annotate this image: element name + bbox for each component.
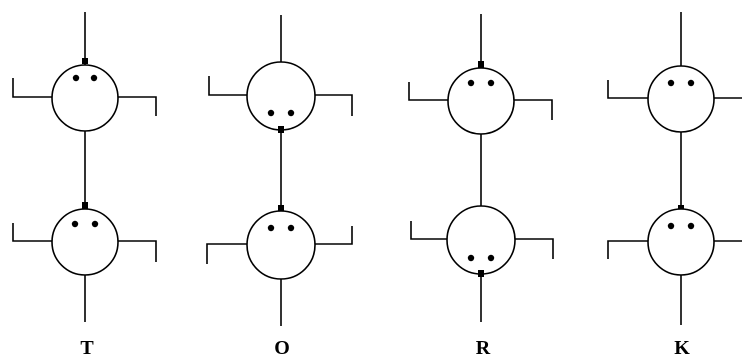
o-lower-right-arm: [315, 226, 353, 245]
o-lower-dot-right: [287, 224, 295, 232]
r-lower-dot-left: [467, 254, 475, 262]
o-upper-circle: [246, 61, 316, 131]
t-lower-dot-left: [71, 220, 79, 228]
r-upper-left-arm: [408, 82, 448, 101]
k-upper-dot-left: [667, 79, 675, 87]
t-lower-dot-right: [91, 220, 99, 228]
configuration-t: [12, 12, 157, 322]
r-upper-circle: [447, 67, 515, 135]
t-lower-right-arm: [118, 240, 157, 262]
o-upper-left-arm: [208, 76, 247, 96]
t-upper-dot-right: [90, 74, 98, 82]
label-r: R: [475, 337, 491, 359]
o-upper-dot-right: [287, 109, 295, 117]
k-lower-dot-left: [667, 222, 675, 230]
o-middle-bottom-marker: [278, 205, 284, 212]
configuration-k: [607, 12, 742, 325]
t-middle-bond-marker: [82, 202, 88, 209]
k-lower-dot-right: [687, 222, 695, 230]
label-o: O: [274, 337, 290, 359]
r-lower-circle: [446, 205, 516, 275]
k-lower-left-arm: [607, 240, 648, 259]
r-bottom-bond-marker: [478, 270, 484, 277]
t-upper-left-arm: [12, 78, 52, 98]
configuration-r: [408, 14, 554, 322]
r-lower-left-arm: [410, 221, 447, 240]
o-lower-left-arm: [206, 243, 247, 264]
o-upper-right-arm: [315, 94, 353, 116]
t-lower-circle: [51, 208, 119, 276]
t-top-bond-marker: [82, 58, 88, 64]
o-lower-dot-left: [267, 224, 275, 232]
k-upper-circle: [647, 65, 715, 133]
o-upper-dot-left: [267, 109, 275, 117]
r-upper-dot-left: [467, 79, 475, 87]
r-lower-dot-right: [487, 254, 495, 262]
o-lower-circle: [246, 210, 316, 280]
k-lower-circle: [647, 208, 715, 276]
r-upper-right-arm: [514, 99, 553, 120]
r-top-bond-marker: [478, 61, 484, 68]
t-upper-dot-left: [72, 74, 80, 82]
t-lower-left-arm: [12, 223, 52, 242]
o-middle-top-marker: [278, 126, 284, 133]
r-lower-right-arm: [515, 238, 554, 259]
label-k: K: [674, 337, 690, 359]
k-upper-dot-right: [687, 79, 695, 87]
t-upper-circle: [51, 64, 119, 132]
k-upper-left-arm: [607, 80, 648, 99]
t-upper-right-arm: [118, 96, 157, 116]
r-upper-dot-right: [487, 79, 495, 87]
configuration-o: [206, 15, 353, 326]
label-t: T: [80, 337, 94, 359]
